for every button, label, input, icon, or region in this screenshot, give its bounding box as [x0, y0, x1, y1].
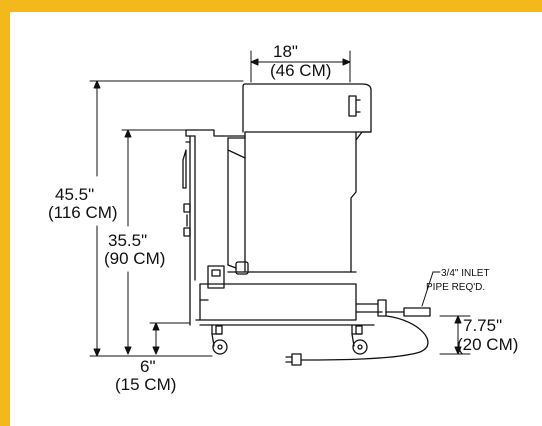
- caster-height-dimension: [149, 322, 191, 355]
- upper-cabinet: [242, 83, 372, 133]
- total-height-cm-label: (116 CM): [48, 203, 118, 222]
- rear-caster: [351, 324, 368, 355]
- fryer-body: [222, 131, 372, 273]
- total-height-dimension: [89, 80, 244, 357]
- width-cm-label: (46 CM): [270, 61, 331, 80]
- caster-height-in-label: 6": [140, 357, 156, 376]
- front-caster: [211, 324, 228, 355]
- inlet-callout-line1: 3/4" INLET: [441, 268, 490, 279]
- work-height-dimension: [121, 129, 187, 355]
- inlet-pipe: [385, 307, 431, 317]
- caster-height-cm-label: (15 CM): [115, 375, 176, 394]
- work-height-in-label: 35.5": [108, 231, 147, 250]
- width-in-label: 18": [273, 42, 298, 61]
- base-height-in-label: 7.75": [463, 316, 502, 335]
- inlet-callout-line2: PIPE REQ'D.: [426, 282, 485, 293]
- work-height-cm-label: (90 CM): [104, 249, 165, 268]
- total-height-in-label: 45.5": [55, 185, 94, 204]
- base-cabinet: [195, 283, 387, 326]
- inlet-leader-line: [421, 271, 441, 307]
- front-panel: [182, 129, 224, 326]
- power-cord: [285, 315, 429, 366]
- base-height-cm-label: (20 CM): [457, 335, 518, 354]
- base-height-dimension: [439, 315, 471, 355]
- filter-components: [207, 261, 249, 289]
- width-dimension: [250, 50, 351, 83]
